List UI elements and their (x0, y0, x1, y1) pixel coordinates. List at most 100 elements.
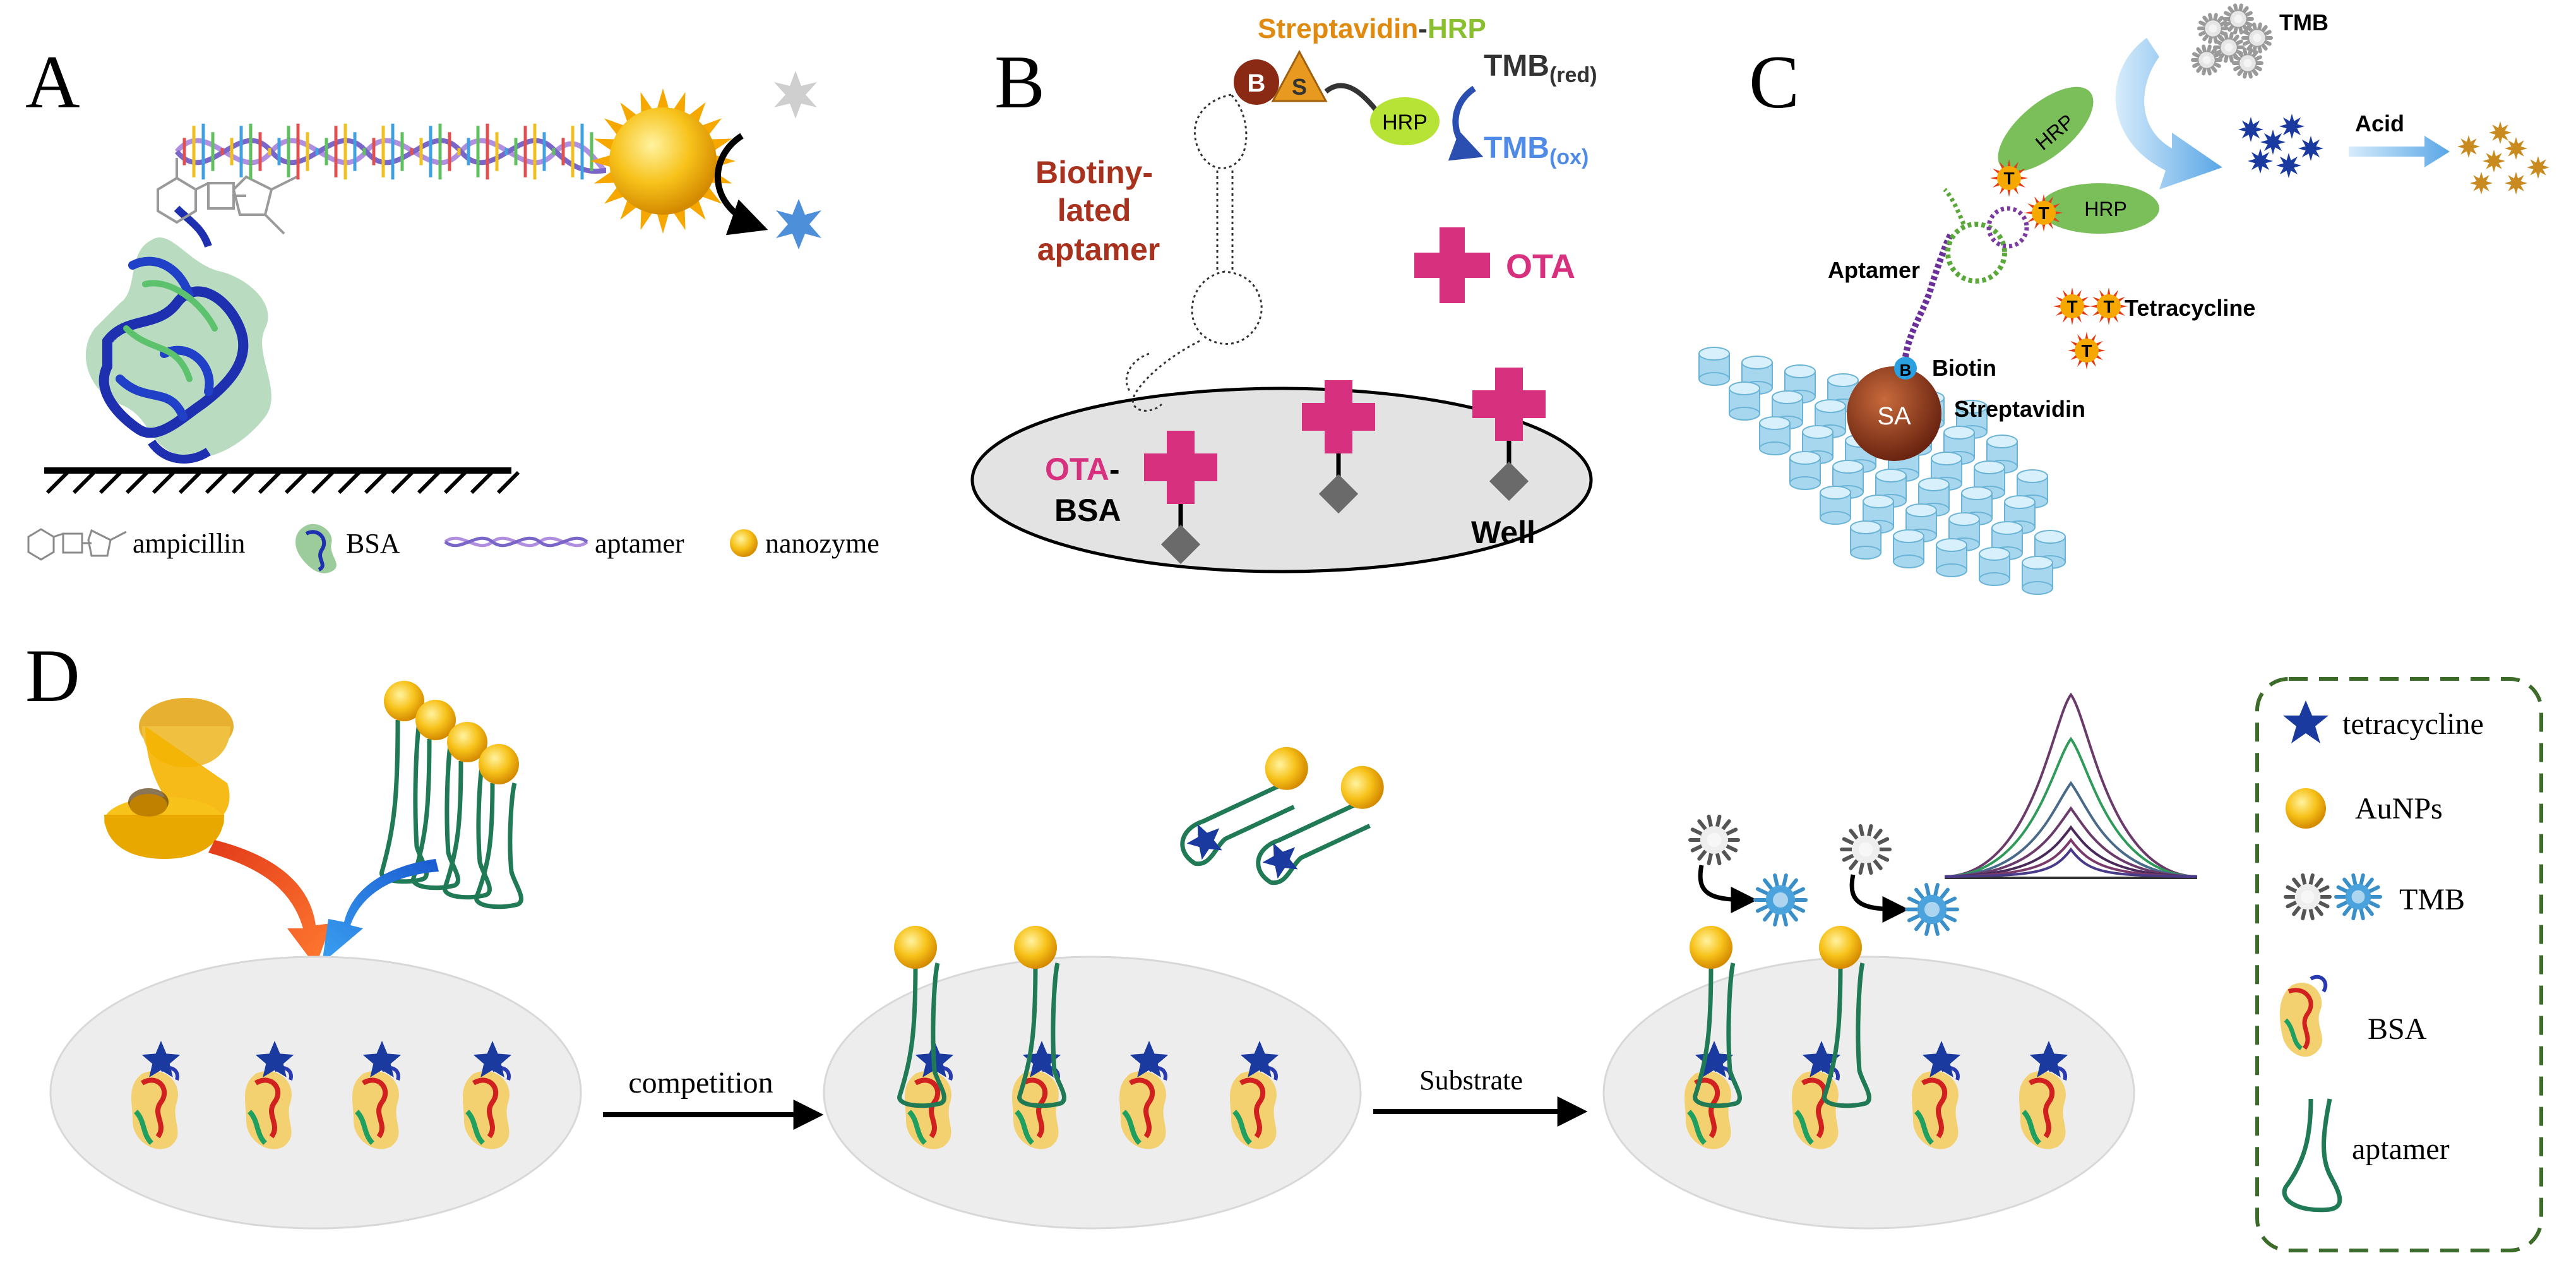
nanozyme-particle (590, 88, 736, 234)
hrp-2-label: HRP (2084, 198, 2127, 220)
aunp (479, 744, 519, 784)
legend-bsa-label: BSA (346, 528, 400, 559)
sample-arrow (208, 840, 331, 966)
well-cylinder-top (1827, 373, 1859, 387)
aunp (384, 681, 424, 721)
hatch-stroke (258, 471, 282, 495)
bsa-legend-icon (2279, 974, 2328, 1057)
tetracycline-star (1022, 1041, 1061, 1077)
tmb-gray-star (2232, 47, 2263, 79)
panel-d: D competition Substrate (25, 633, 2543, 1252)
aptamer-probe (474, 782, 523, 909)
tetracycline-badge-label: T (2003, 169, 2014, 188)
tmb-reduced-icon (1840, 824, 1892, 875)
hatch-stroke (311, 471, 335, 495)
streptavidin-hrp-label: Streptavidin-HRP (1258, 13, 1486, 44)
well-plate (970, 387, 1593, 573)
tmb-oxidized-icon (1753, 873, 1808, 926)
spectrum-curve (1944, 837, 2198, 878)
well-cylinder-bottom (1936, 563, 1967, 577)
competition-label: competition (628, 1066, 773, 1100)
well-cylinder-top (1875, 469, 1907, 483)
ota-cross (1144, 431, 1217, 504)
panel-c-letter: C (1749, 40, 1799, 124)
substrate-star-gray (774, 71, 817, 119)
hatch-stroke (417, 471, 441, 495)
bsa-anchor (1160, 524, 1201, 565)
well-cylinder-top (1991, 521, 2023, 535)
tetracycline-star (1186, 824, 1222, 860)
panel-a: A (25, 40, 880, 573)
hatch-stroke (337, 471, 361, 495)
biotin-dot-label: B (1900, 361, 1912, 380)
reaction-arrow (2115, 38, 2222, 189)
substrate-label: Substrate (1419, 1065, 1523, 1096)
tetracycline-label: Tetracycline (2125, 295, 2255, 321)
tetracycline-star (473, 1041, 512, 1077)
hatch-stroke (98, 471, 122, 495)
tmb-blue-star (2260, 129, 2286, 155)
well-cylinder-top (1759, 416, 1791, 430)
bound-aunp (894, 926, 937, 969)
bound-aunp (1014, 926, 1057, 969)
tmb-blue-star (2298, 136, 2323, 161)
well-cylinder-top (1943, 426, 1975, 440)
well-cylinder-top (1931, 452, 1962, 465)
well-cylinder-top (1918, 477, 1950, 491)
hatch-stroke (390, 471, 414, 495)
bsa-protein-structure (85, 205, 271, 464)
tmb-blue-star (2238, 117, 2263, 142)
tmb-yellow-star (2483, 150, 2505, 172)
spectrum-curve (1944, 825, 2198, 878)
tmb-blue-star (2279, 114, 2305, 139)
bsa-tetracycline-complex (245, 1041, 294, 1149)
hatch-stroke (152, 471, 176, 495)
well-2-bsa-complexes (905, 1041, 1279, 1149)
tetracycline-legend-icon (2283, 700, 2329, 743)
well-cylinder-top (1893, 529, 1924, 543)
tetracycline-star (1922, 1041, 1961, 1077)
probe-arrow (322, 859, 439, 963)
hatch-stroke (72, 471, 96, 495)
ampicillin-legend-icon (27, 528, 127, 561)
ota-bsa-label: OTA- (1045, 452, 1120, 487)
linker-line (1324, 83, 1379, 112)
product-star-blue (776, 199, 821, 249)
tmb-oxidized-legend-icon (2334, 873, 2382, 921)
nanozyme-legend-icon (730, 529, 758, 557)
hrp-enzyme (1370, 97, 1440, 145)
well-cylinder-top (1863, 495, 1894, 508)
hatch-stroke (496, 471, 520, 495)
bsa-tetracycline-complex (131, 1041, 181, 1149)
aptamer-probe (411, 738, 460, 890)
tmb-conversion-arrow (1698, 865, 1758, 913)
aptamer-helix (174, 123, 607, 180)
well-cylinder-top (1850, 520, 1881, 534)
hatch-stroke (443, 471, 467, 495)
panel-d-legend-box (2255, 677, 2543, 1252)
aptamer-label: Aptamer (1828, 257, 1920, 283)
tmb-reduced-legend-icon (2284, 873, 2332, 921)
bound-aptamer-probes (894, 926, 1871, 1108)
tmb-ox-label: TMB(ox) (1484, 131, 1589, 169)
tmb-yellow-star (2489, 121, 2512, 144)
well-2 (823, 956, 1362, 1230)
panel-b-letter: B (994, 40, 1045, 124)
well-cylinder-bottom (1729, 407, 1760, 421)
tmb-oxidized-icon (1905, 883, 1959, 936)
tmb-gray-star (2222, 3, 2254, 35)
tmb-reduced-icon (1688, 814, 1740, 866)
well-cylinder-bottom (1850, 546, 1881, 560)
hrp-enzyme-label: HRP (1382, 111, 1428, 135)
well-cylinder-top (1820, 486, 1851, 500)
stopped-tmb-stars (2457, 121, 2549, 195)
tetracycline-badge (1997, 166, 2021, 190)
tetracycline-badge (2032, 201, 2056, 225)
tetracycline-badge-label: T (2066, 297, 2077, 316)
streptavidin-sphere (1847, 366, 1941, 461)
tetracycline-badge (2097, 294, 2121, 318)
well-cylinder-top (1832, 460, 1864, 474)
well-cylinder-bottom (1698, 372, 1730, 386)
bsa-legend-icon (295, 524, 337, 573)
